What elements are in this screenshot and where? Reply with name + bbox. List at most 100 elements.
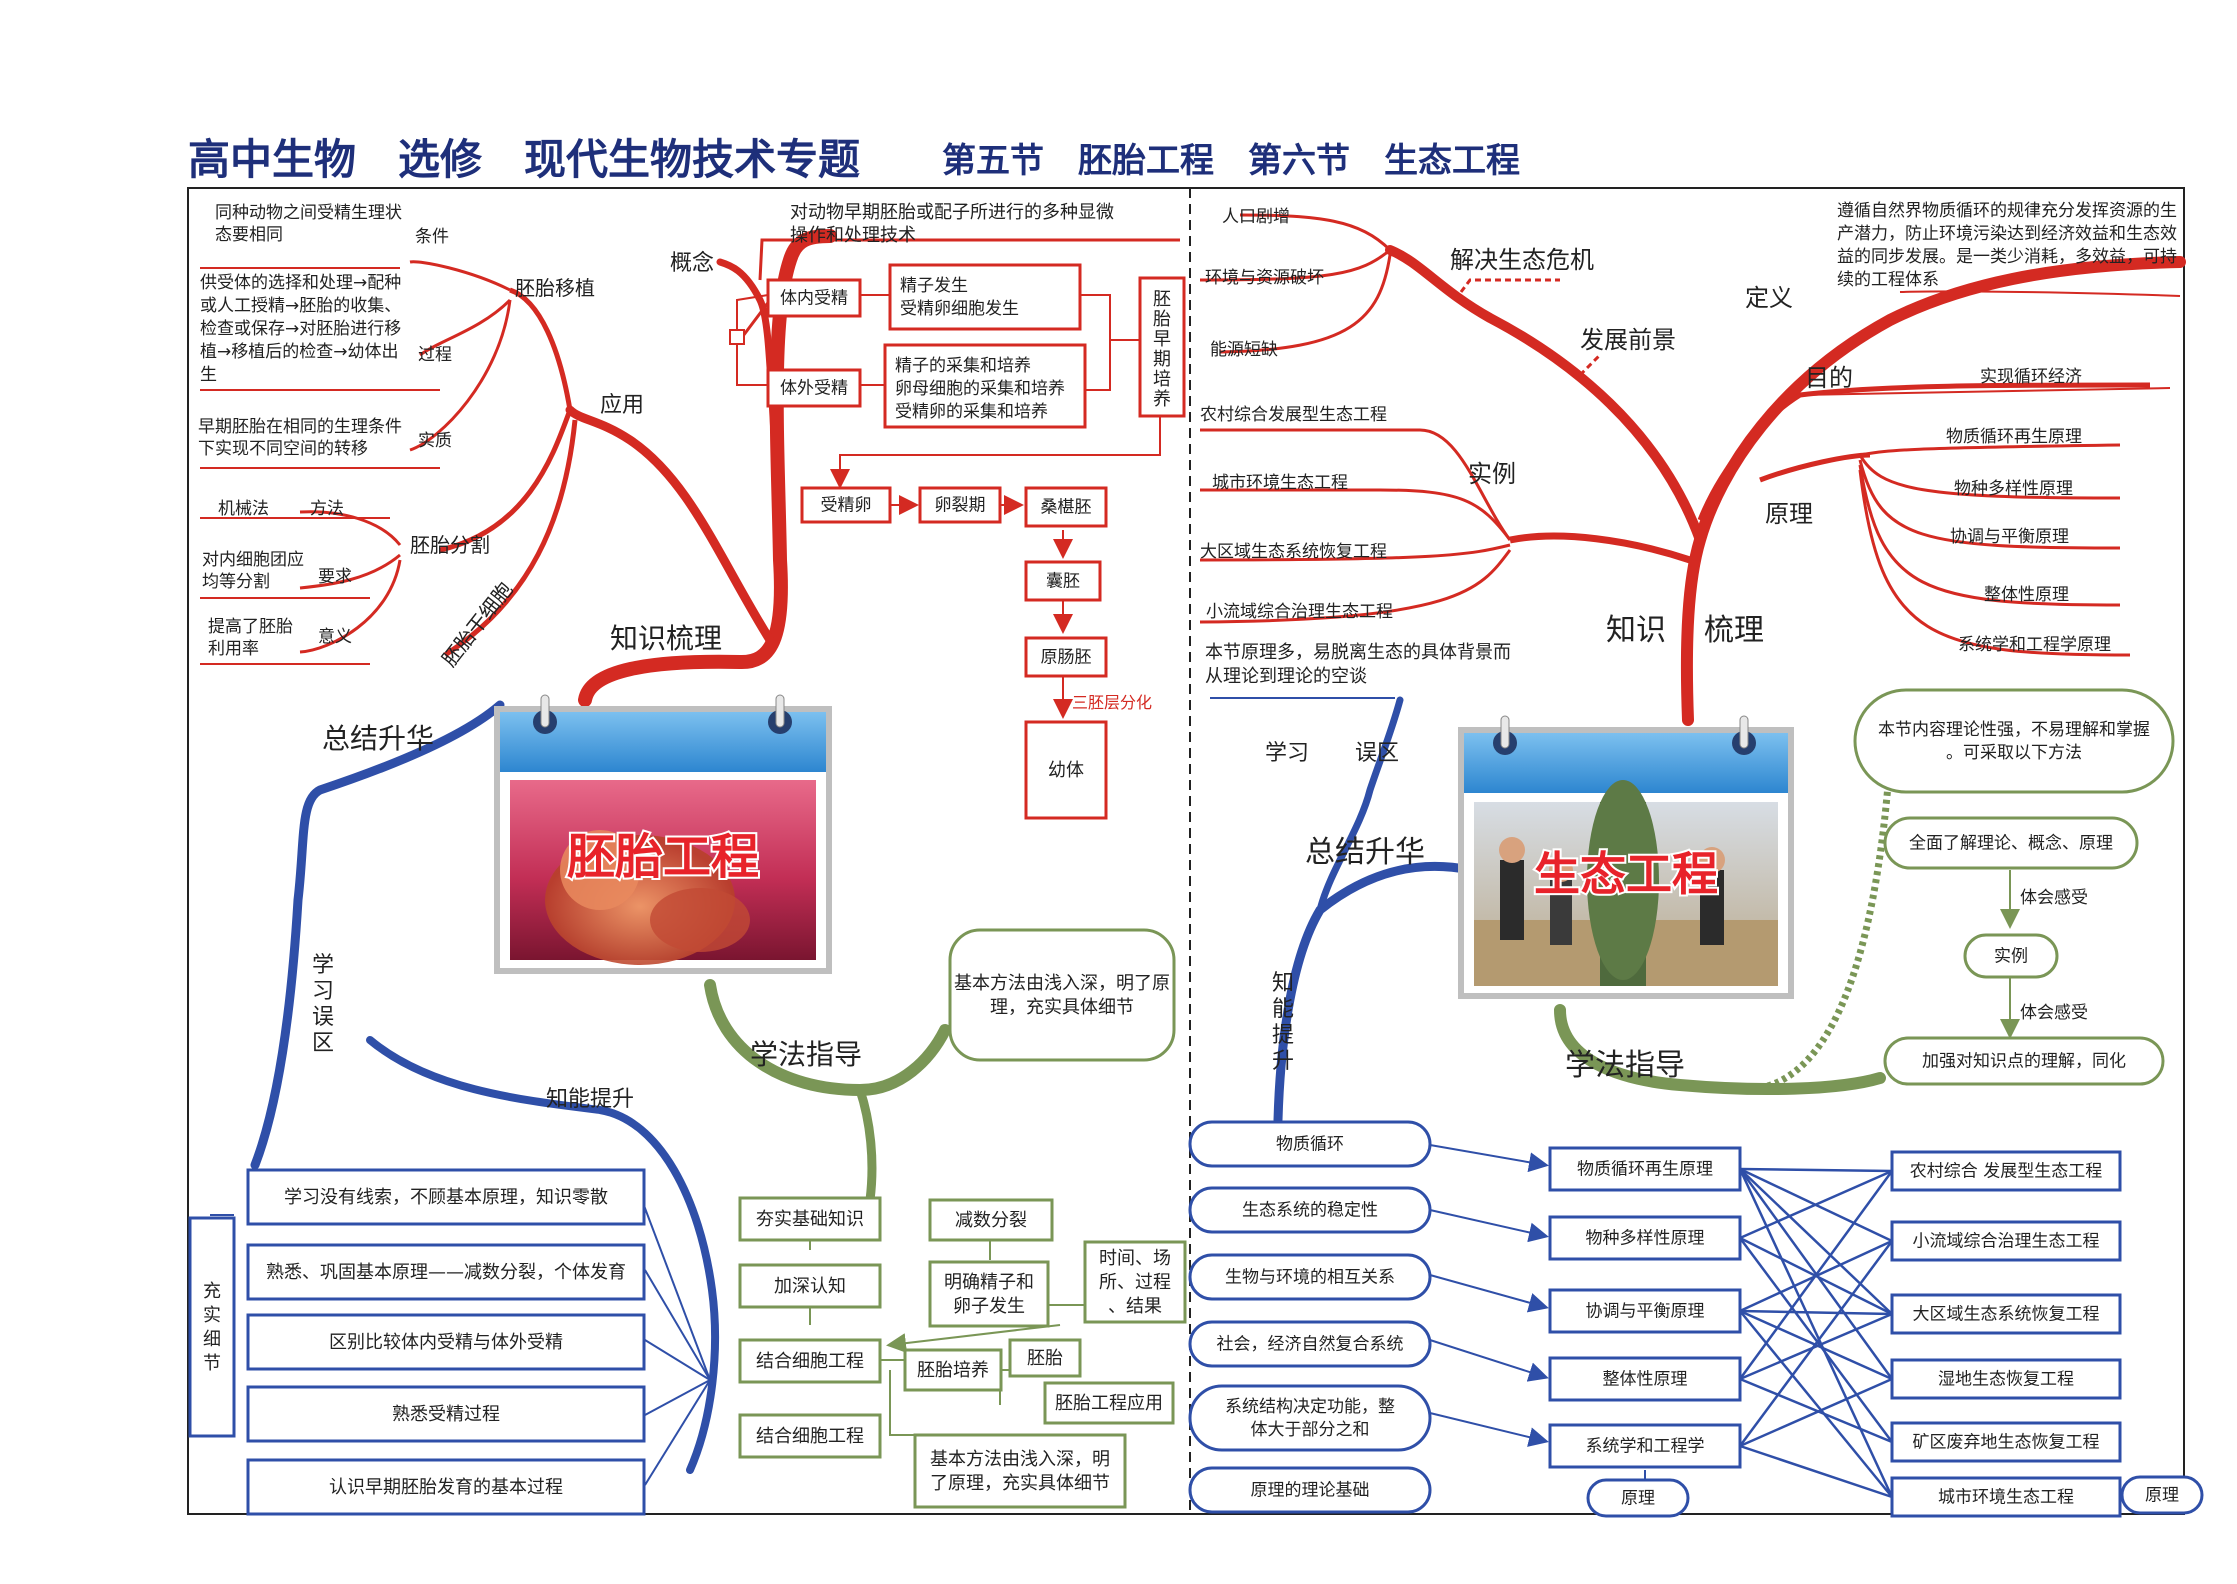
gamete-box (928, 1260, 1050, 1328)
ability-label: 知能提升 (546, 1087, 634, 1112)
concept-oval-text: 物质循环 (1276, 1135, 1344, 1155)
stage-box-text: 囊胚 (1046, 572, 1080, 592)
error-box-text: 学习没有线索，不顾基本原理，知识零散 (284, 1187, 608, 1208)
invivo-items-box-line: 受精卵细胞发生 (900, 299, 1019, 319)
project-box-text: 大区域生态系统恢复工程 (1913, 1305, 2100, 1325)
network-link (1738, 1170, 1894, 1380)
method-label: 学法指导 (1565, 1048, 1685, 1083)
concept-oval (1188, 1253, 1432, 1301)
flow-step-text: 加强对知识点的理解，同化 (1922, 1052, 2126, 1072)
enrich-box-text: 充实细节 (203, 1281, 221, 1374)
concept-oval-text: 生物与环境的相互关系 (1225, 1268, 1395, 1288)
invitro-box-text: 体外受精 (780, 379, 848, 399)
project-box-text: 湿地生态恢复工程 (1938, 1370, 2074, 1390)
crisis-item: 能源短缺 (1210, 340, 1278, 360)
principle-item: 物种多样性原理 (1954, 479, 2073, 499)
invitro-items-box-line: 受精卵的采集和培养 (895, 402, 1048, 422)
application-label: 应用 (600, 393, 644, 418)
embryo-box (1008, 1338, 1082, 1378)
transplant-label: 胚胎移植 (515, 276, 595, 300)
invivo-box-text: 体内受精 (780, 289, 848, 309)
network-link (1739, 1310, 1893, 1498)
invivo-items-box-line: 精子发生 (900, 276, 968, 296)
flow-step (1883, 816, 2139, 870)
basics-box (738, 1196, 882, 1242)
condition-label: 条件 (415, 227, 449, 247)
flow-step-text: 实例 (1994, 947, 2028, 967)
page-subtitle: 第五节 胚胎工程 第六节 生态工程 (942, 141, 1520, 181)
error-text: 本节原理多，易脱离生态的具体背景而从理论到理论的空谈 (1205, 642, 1511, 687)
deepen-box (738, 1263, 882, 1309)
principle-box-text: 协调与平衡原理 (1586, 1302, 1705, 1322)
germ-layer-label: 三胚层分化 (1072, 693, 1152, 712)
eco-card (1458, 715, 1794, 999)
stage-box-text: 原肠胚 (1041, 648, 1092, 668)
principle-oval-text: 原理 (1621, 1489, 1655, 1509)
requirement-label: 要求 (318, 567, 352, 587)
define-text: 遵循自然界物质循环的规律充分发挥资源的生产潜力，防止环境污染达到经济效益和生态效… (1837, 201, 2177, 290)
project-box (1890, 1476, 2122, 1518)
concept-oval-text: 原理的理论基础 (1251, 1481, 1370, 1501)
stage-box-text: 受精卵 (821, 496, 872, 516)
principle-oval-text: 原理 (2145, 1486, 2179, 1506)
concept-definition: 对动物早期胚胎或配子所进行的多种显微操作和处理技术 (790, 202, 1114, 246)
feel-label: 体会感受 (2020, 1003, 2088, 1023)
stage-box (1024, 636, 1108, 678)
concept-oval-text: 生态系统的稳定性 (1242, 1201, 1378, 1221)
principle-box (1548, 1356, 1742, 1402)
transplant-essence: 早期胚胎在相同的生理条件下实现不同空间的转移 (198, 417, 402, 459)
embryo-culture-box-text: 胚胎培养 (917, 1360, 989, 1381)
project-box (1890, 1293, 2122, 1335)
meaning-label: 意义 (318, 627, 352, 647)
flow-step (1963, 933, 2059, 979)
example-item: 小流域综合治理生态工程 (1206, 602, 1393, 622)
method-bubble-text: 基本方法由浅入深，明了原理，充实具体细节 (954, 973, 1170, 1018)
project-box-text: 农村综合 发展型生态工程 (1910, 1162, 2102, 1182)
combine-box-text: 结合细胞工程 (756, 1351, 864, 1372)
ability-label-vertical: 知能提升 (1272, 971, 1294, 1074)
combine-box (738, 1338, 882, 1384)
method-box-text: 基本方法由浅入深，明了原理，充实具体细节 (930, 1449, 1110, 1494)
error-box-text: 熟悉受精过程 (392, 1404, 500, 1425)
principle-box (1548, 1146, 1742, 1192)
example-item: 农村综合发展型生态工程 (1200, 405, 1387, 425)
split-requirement: 对内细胞团应均等分割 (202, 550, 304, 592)
principle-box (1548, 1423, 1742, 1469)
example-item: 大区域生态系统恢复工程 (1200, 542, 1387, 562)
error-box (246, 1385, 646, 1443)
network-link (1739, 1169, 1893, 1240)
error-label: 误区 (1355, 741, 1399, 766)
embryo-culture-box (903, 1348, 1003, 1392)
transplant-process: 供受体的选择和处理→配种或人工授精→胚胎的收集、检查或保存→对胚胎进行移植→移植… (200, 273, 401, 385)
embryo-app-box-text: 胚胎工程应用 (1055, 1393, 1163, 1414)
purpose-text: 实现循环经济 (1980, 367, 2082, 387)
embryo-app-box (1043, 1381, 1175, 1425)
project-box-text: 小流域综合治理生态工程 (1913, 1232, 2100, 1252)
stage-box-text: 幼体 (1048, 760, 1084, 781)
concept-oval (1188, 1120, 1432, 1168)
branch-knowledge: 知识梳理 (610, 622, 722, 655)
stage-box (1024, 720, 1108, 820)
flow-step (1883, 1036, 2165, 1086)
concept-oval-text: 系统结构决定功能，整体大于部分之和 (1225, 1397, 1395, 1440)
network-link (1739, 1309, 1893, 1316)
principle-box-text: 系统学和工程学 (1586, 1437, 1705, 1457)
embryo-box-text: 胚胎 (1027, 1348, 1063, 1369)
prospect-label: 发展前景 (1580, 326, 1676, 354)
error-box (246, 1243, 646, 1301)
invivo-items-box (888, 263, 1082, 331)
stage-box-text: 卵裂期 (935, 496, 986, 516)
principle-label: 原理 (1765, 500, 1813, 528)
branch-method: 学法指导 (750, 1038, 862, 1071)
branch-summary: 总结升华 (322, 722, 434, 755)
method-label: 方法 (310, 499, 344, 519)
concept-oval (1188, 1186, 1432, 1234)
concept-oval-text: 社会，经济自然复合系统 (1217, 1335, 1404, 1355)
method-box (913, 1433, 1127, 1509)
crisis-item: 环境与资源破坏 (1205, 268, 1324, 288)
project-box (1890, 1220, 2122, 1262)
knowledge-label-2: 梳理 (1704, 613, 1764, 648)
split-method: 机械法 (218, 499, 269, 519)
essence-label: 实质 (418, 431, 452, 451)
